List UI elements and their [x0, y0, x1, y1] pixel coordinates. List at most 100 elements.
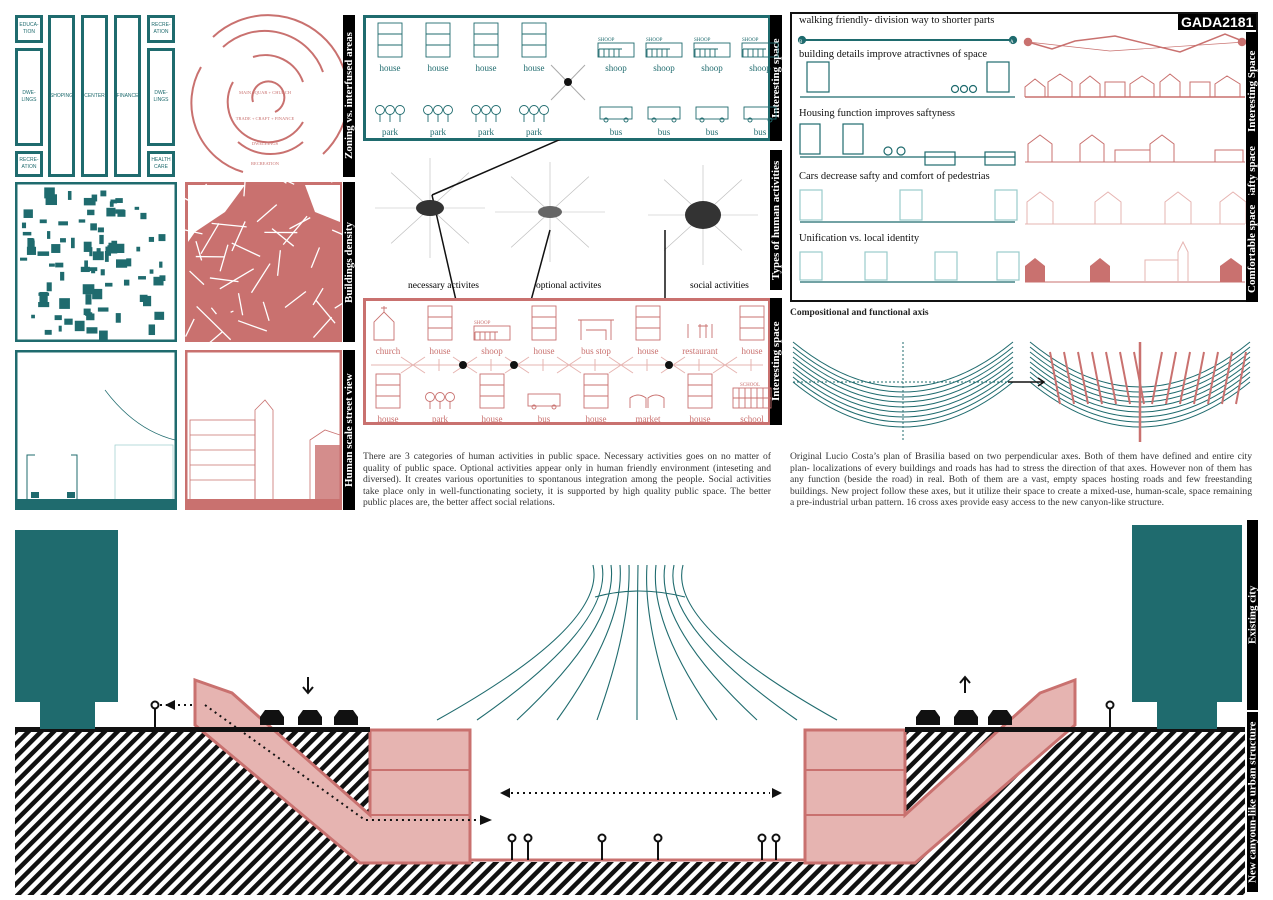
bus-icon — [599, 106, 633, 123]
element-house: house — [472, 372, 512, 424]
teal-density-map — [15, 182, 177, 342]
zone-shopping: SHOPING — [48, 15, 75, 177]
element-label: school — [740, 414, 764, 424]
zone-label: EDUCA-TION — [19, 22, 39, 35]
element-park: park — [420, 372, 460, 424]
row-title-building-details: building details improve atractivnes of … — [799, 49, 988, 60]
element-bus: bus — [644, 85, 684, 137]
restaurant-icon — [687, 324, 713, 338]
element-park: park — [418, 85, 458, 137]
zone-label: DWE-LINGS — [153, 90, 169, 103]
element-house: house — [514, 21, 554, 73]
svg-text:SHOOP: SHOOP — [474, 321, 491, 326]
element-label: house — [533, 346, 555, 356]
row-title-walking: walking friendly- division way to shorte… — [799, 15, 995, 26]
house-icon — [473, 22, 499, 58]
connection-lines — [371, 356, 763, 374]
pink-street-view — [185, 350, 342, 510]
element-house: house — [420, 304, 460, 356]
element-label: house — [379, 63, 401, 73]
element-house: house — [524, 304, 564, 356]
axis-diagram — [792, 341, 1251, 442]
element-bus: bus — [692, 85, 732, 137]
zone-center: CENTER — [81, 15, 108, 177]
activity-label-social: social activities — [690, 281, 749, 291]
ring-label: MAIN SQUAR + CHURCH — [239, 90, 292, 95]
element-label: shoop — [605, 63, 627, 73]
element-market: market — [628, 372, 668, 424]
element-label: shoop — [653, 63, 675, 73]
element-house: house — [466, 21, 506, 73]
house-icon — [687, 373, 713, 409]
park-icon — [425, 392, 455, 409]
canyon-section — [15, 525, 1245, 895]
house-icon — [425, 22, 451, 58]
market-icon — [629, 394, 665, 408]
zone-label: FINANCE — [116, 92, 139, 99]
element-house: house — [628, 304, 668, 356]
house-icon — [427, 305, 453, 341]
interesting-space-pink-box — [363, 298, 771, 425]
shoop-icon: SHOOP — [473, 321, 511, 341]
element-label: bus — [657, 127, 671, 137]
teal-street-view — [15, 350, 177, 510]
element-bus: bus — [740, 85, 780, 137]
zone-recreation: RECRE-ATION — [15, 151, 43, 177]
element-bus: bus — [596, 85, 636, 137]
element-label: park — [382, 127, 398, 137]
element-church: church — [368, 304, 408, 356]
label-safty-space: Safty space — [1246, 146, 1258, 199]
element-label: house — [427, 63, 449, 73]
school-icon: SCHOOL — [732, 383, 772, 409]
svg-text:SHOOP: SHOOP — [646, 38, 663, 43]
house-icon — [479, 373, 505, 409]
zone-label: CENTER — [84, 92, 105, 99]
bus-icon — [527, 393, 561, 410]
element-label: market — [635, 414, 661, 424]
row-title-cars: Cars decrease safty and comfort of pedes… — [799, 171, 990, 182]
element-label: house — [637, 346, 659, 356]
zone-health-care: HEALTH CARE — [147, 151, 175, 177]
element-shoop: SHOOP shoop — [644, 21, 684, 73]
svg-text:SHOOP: SHOOP — [694, 38, 711, 43]
house-icon — [377, 22, 403, 58]
activity-label-necessary: necessary activites — [408, 281, 479, 291]
element-label: shoop — [481, 346, 503, 356]
element-label: house — [689, 414, 711, 424]
element-label: park — [478, 127, 494, 137]
element-label: bus — [609, 127, 623, 137]
interesting-space-teal-box — [363, 15, 771, 141]
pink-density-map — [185, 182, 342, 342]
element-restaurant: restaurant — [680, 304, 720, 356]
zone-education: EDUCA-TION — [15, 15, 43, 43]
park-icon — [471, 105, 501, 122]
element-label: bus — [537, 414, 551, 424]
zone-label: DWE-LINGS — [21, 90, 37, 103]
zone-recreation: RECRE-ATION — [147, 15, 175, 43]
axis-paragraph: Original Lucio Costa’s plan of Brasilia … — [790, 451, 1252, 509]
logo: GADA2181 — [1178, 14, 1257, 30]
bus-icon — [743, 106, 777, 123]
element-label: house — [429, 346, 451, 356]
element-label: house — [377, 414, 399, 424]
element-house: house — [732, 304, 772, 356]
house-icon — [583, 373, 609, 409]
bus-icon — [695, 106, 729, 123]
svg-text:SCHOOL: SCHOOL — [740, 383, 760, 388]
zoning-diagram: EDUCA-TION DWE-LINGS RECRE-ATION SHOPING… — [15, 15, 180, 177]
element-label: house — [585, 414, 607, 424]
church-icon — [373, 306, 395, 341]
element-label: park — [432, 414, 448, 424]
zone-label: SHOPING — [49, 92, 74, 99]
park-icon — [375, 105, 405, 122]
label-buildings-density: Buildings density — [343, 182, 355, 342]
label-canyon-structure: New canyoun-like urban structure — [1247, 712, 1259, 892]
park-icon — [519, 105, 549, 122]
svg-text:SHOOP: SHOOP — [598, 38, 615, 43]
element-label: house — [475, 63, 497, 73]
element-park: park — [370, 85, 410, 137]
label-existing-city: Existing city — [1247, 520, 1259, 710]
element-label: shoop — [749, 63, 771, 73]
